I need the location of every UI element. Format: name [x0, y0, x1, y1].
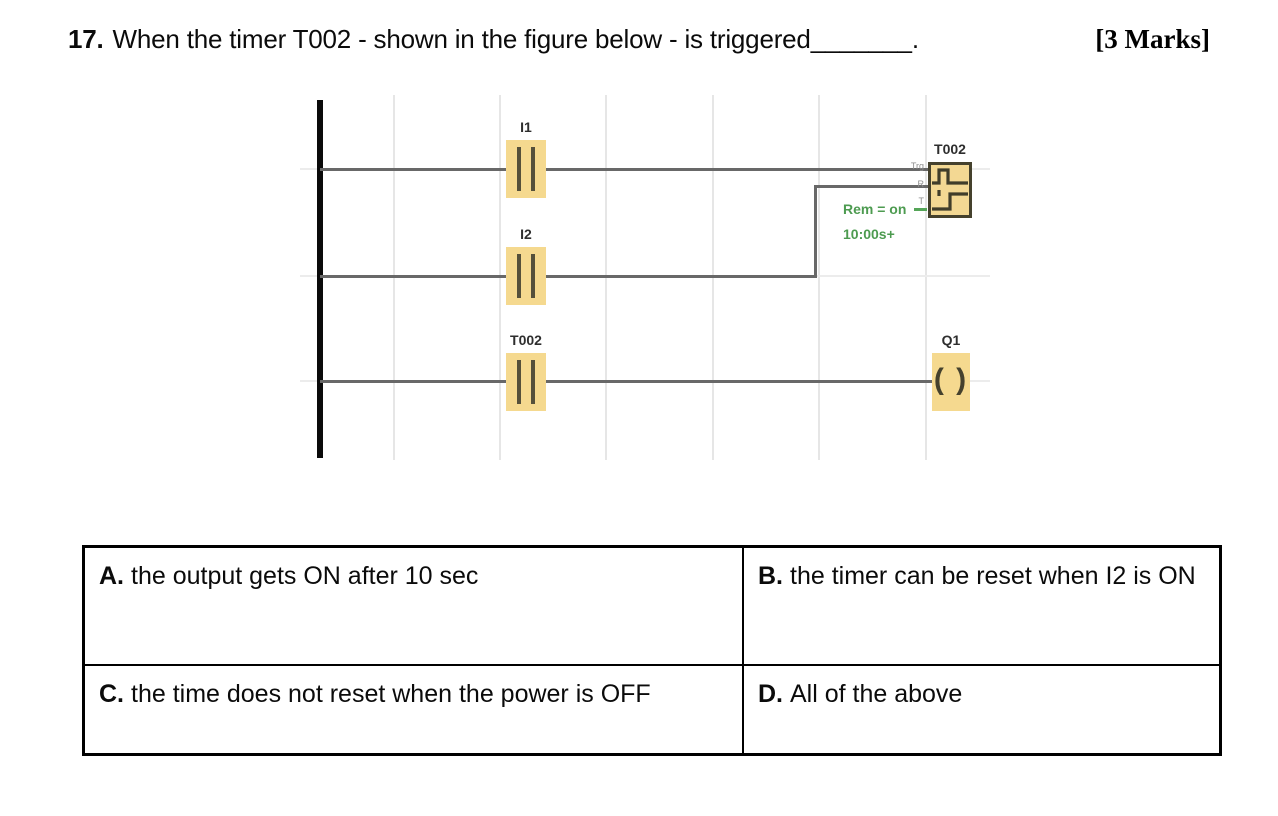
contact-bar-icon	[517, 254, 521, 298]
coil-symbol-icon: ( )	[933, 363, 969, 396]
option-c-letter: C.	[99, 679, 124, 708]
timer-block-label: T002	[934, 141, 966, 157]
timer-pin-t-label: T	[918, 196, 925, 206]
contact-bar-icon	[517, 360, 521, 404]
timer-retentivity-param: Rem = on	[843, 201, 907, 217]
rung-3-wire	[320, 380, 934, 383]
option-cell-d: D.All of the above	[742, 663, 1222, 756]
rung-2-riser-wire	[814, 185, 817, 278]
on-delay-timer-icon	[932, 168, 968, 211]
power-rail	[317, 100, 323, 458]
contact-i1	[506, 140, 546, 198]
marks-badge: [3 Marks]	[1095, 24, 1210, 54]
timer-block-t002	[928, 162, 972, 218]
option-d-text: All of the above	[790, 679, 963, 708]
contact-bar-icon	[531, 360, 535, 404]
contact-bar-icon	[531, 254, 535, 298]
timer-time-param: 10:00s+	[843, 226, 895, 242]
contact-bar-icon	[517, 147, 521, 191]
coil-q1-label: Q1	[941, 332, 961, 348]
contact-i2-label: I2	[520, 226, 532, 242]
timer-pin-r-label: R	[917, 179, 925, 189]
option-b-letter: B.	[758, 562, 783, 590]
question-number: 17.	[68, 24, 104, 54]
question-title-row: 17. When the timer T002 - shown in the fi…	[68, 24, 1210, 55]
question-body: When the timer T002 - shown in the figur…	[112, 24, 811, 54]
option-a-letter: A.	[99, 562, 124, 590]
option-cell-a: A.the output gets ON after 10 sec	[82, 545, 744, 666]
timer-t-input-stub	[914, 208, 927, 211]
contact-t002	[506, 353, 546, 411]
question-period: .	[911, 24, 919, 54]
option-cell-c: C.the time does not reset when the power…	[82, 663, 744, 756]
contact-i1-label: I1	[520, 119, 532, 135]
question-text: 17. When the timer T002 - shown in the fi…	[68, 24, 919, 55]
rung-2-wire	[320, 275, 817, 278]
option-c-text: the time does not reset when the power i…	[131, 679, 651, 708]
contact-t002-label: T002	[510, 332, 542, 348]
contact-i2	[506, 247, 546, 305]
grid-line	[925, 95, 927, 460]
timer-parameters: Rem = on 10:00s+	[843, 197, 906, 247]
output-coil-q1: ( )	[932, 353, 970, 411]
option-d-letter: D.	[758, 679, 783, 708]
rung-1-wire	[320, 168, 930, 171]
option-b-text: the timer can be reset when I2 is ON	[790, 562, 1196, 590]
timer-pin-trg-label: Trg	[910, 161, 924, 171]
option-a-text: the output gets ON after 10 sec	[131, 562, 479, 590]
grid-line	[818, 95, 820, 460]
contact-bar-icon	[531, 147, 535, 191]
answers-table: A.the output gets ON after 10 sec B.the …	[82, 545, 1222, 756]
option-cell-b: B.the timer can be reset when I2 is ON	[742, 545, 1222, 666]
answer-blank: _______	[810, 24, 912, 54]
rung-2-reset-wire	[814, 185, 930, 188]
ladder-diagram: I1 I2 T002 T002 Trg R T	[300, 95, 990, 467]
